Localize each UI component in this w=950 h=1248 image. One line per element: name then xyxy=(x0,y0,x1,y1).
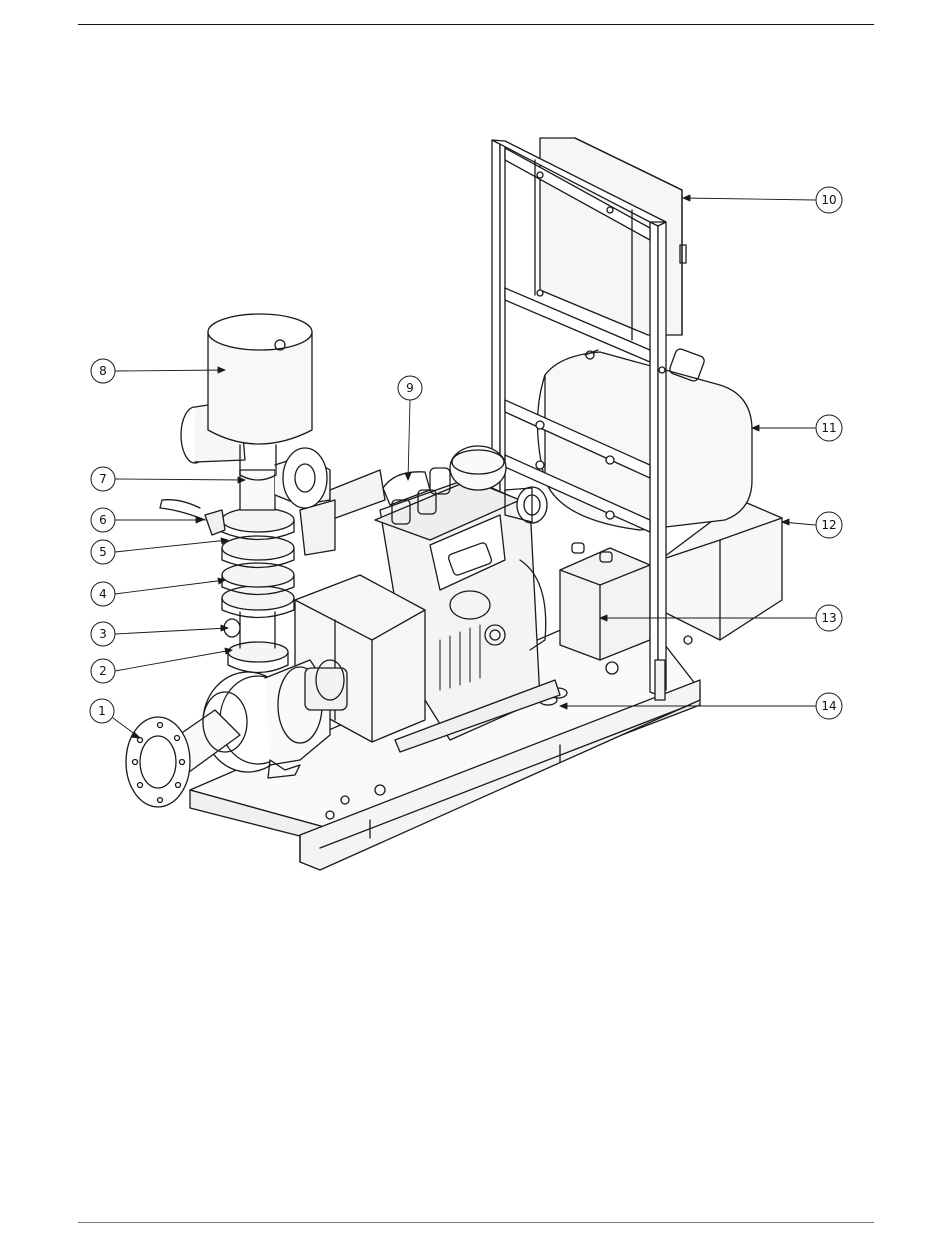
svg-text:1: 1 xyxy=(98,704,106,718)
svg-text:3: 3 xyxy=(99,627,107,641)
callout-10: 10 xyxy=(816,187,842,213)
callout-7: 7 xyxy=(91,467,115,491)
callout-12: 12 xyxy=(816,512,842,538)
svg-text:14: 14 xyxy=(821,699,836,713)
callout-13: 13 xyxy=(816,605,842,631)
svg-text:8: 8 xyxy=(99,364,107,378)
callout-4: 4 xyxy=(91,582,115,606)
callout-1: 1 xyxy=(90,699,114,723)
svg-text:6: 6 xyxy=(99,513,107,527)
callout-6: 6 xyxy=(91,508,115,532)
callout-14: 14 xyxy=(816,693,842,719)
svg-text:2: 2 xyxy=(99,664,107,678)
battery xyxy=(560,543,650,660)
callout-2: 2 xyxy=(91,659,115,683)
callout-9: 9 xyxy=(398,376,422,400)
callout-8: 8 xyxy=(91,359,115,383)
callout-3: 3 xyxy=(91,622,115,646)
svg-text:11: 11 xyxy=(821,421,836,435)
svg-text:7: 7 xyxy=(99,472,107,486)
svg-text:13: 13 xyxy=(821,611,836,625)
callout-5: 5 xyxy=(91,540,115,564)
callout-11: 11 xyxy=(816,415,842,441)
svg-text:5: 5 xyxy=(99,545,107,559)
svg-text:10: 10 xyxy=(821,193,836,207)
svg-text:9: 9 xyxy=(406,381,414,395)
svg-text:4: 4 xyxy=(99,587,107,601)
svg-text:12: 12 xyxy=(821,518,836,532)
